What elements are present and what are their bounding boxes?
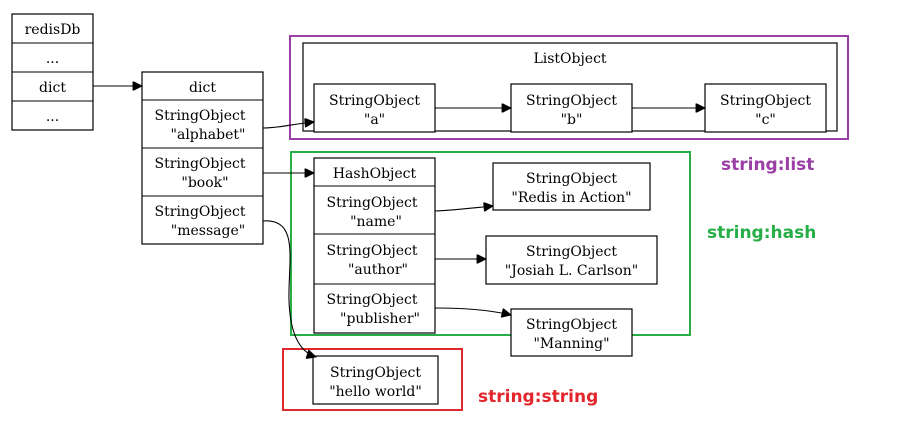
redisdb-row: ... [46,51,59,67]
string-value-text: "hello world" [329,384,422,400]
hash-field-name-type: StringObject [327,195,418,211]
redisdb-row-dict: dict [39,80,66,96]
redisdb-title: redisDb [25,22,81,38]
list-item-value: "a" [364,112,385,128]
redisdb-node: redisDb ... dict ... [11,13,94,131]
edge-alphabet-list [262,122,314,129]
hash-value-type: StringObject [526,317,617,333]
hash-value-type: StringObject [526,171,617,187]
list-item-a: StringObject "a" [313,83,436,133]
group-frame-list [289,35,849,140]
list-item-type: StringObject [720,93,811,109]
edge-message-string [262,220,316,357]
hash-field-name-key: "name" [350,214,402,230]
list-item-type: StringObject [526,93,617,109]
hash-object-title: HashObject [333,166,417,182]
dict-entry-book-type: StringObject [155,156,246,172]
string-value-type: StringObject [330,365,421,381]
list-object-node: ListObject StringObject "a" StringObject… [302,42,838,133]
group-label-hash: string:hash [707,223,816,243]
list-item-value: "b" [561,112,583,128]
list-item-value: "c" [755,112,776,128]
edge-hash-name-value [434,206,493,212]
hash-field-publisher-type: StringObject [327,292,418,308]
hash-object-node: HashObject StringObject "name" StringObj… [313,157,436,334]
hash-field-author-key: "author" [348,262,408,278]
dict-entry-alphabet-key: "alphabet" [171,127,246,143]
group-frame-string [282,348,463,411]
dict-entry-alphabet-type: StringObject [155,108,246,124]
group-frame-hash [290,151,691,336]
list-item-b: StringObject "b" [510,83,633,133]
hash-value-redis-in-action: StringObject "Redis in Action" [492,162,651,211]
list-item-type: StringObject [329,93,420,109]
string-value-hello-world: StringObject "hello world" [312,355,439,405]
list-object-title: ListObject [533,51,606,67]
redisdb-row: ... [46,109,59,125]
hash-field-author-type: StringObject [327,243,418,259]
dict-title: dict [189,80,216,96]
hash-value-text: "Josiah L. Carlson" [505,263,638,279]
hash-value-text: "Manning" [533,336,609,352]
hash-value-josiah-carlson: StringObject "Josiah L. Carlson" [485,235,658,285]
dict-entry-book-key: "book" [181,175,228,191]
dict-entry-message-key: "message" [171,223,245,239]
hash-value-type: StringObject [526,244,617,260]
edge-hash-publisher-value [434,307,511,315]
hash-field-publisher-key: "publisher" [340,311,420,327]
group-label-string: string:string [478,387,598,407]
hash-value-text: "Redis in Action" [511,190,631,206]
dict-node: dict StringObject "alphabet" StringObjec… [141,71,264,245]
list-item-c: StringObject "c" [704,83,827,133]
hash-value-manning: StringObject "Manning" [510,308,633,357]
dict-entry-message-type: StringObject [155,204,246,220]
group-label-list: string:list [721,155,814,175]
